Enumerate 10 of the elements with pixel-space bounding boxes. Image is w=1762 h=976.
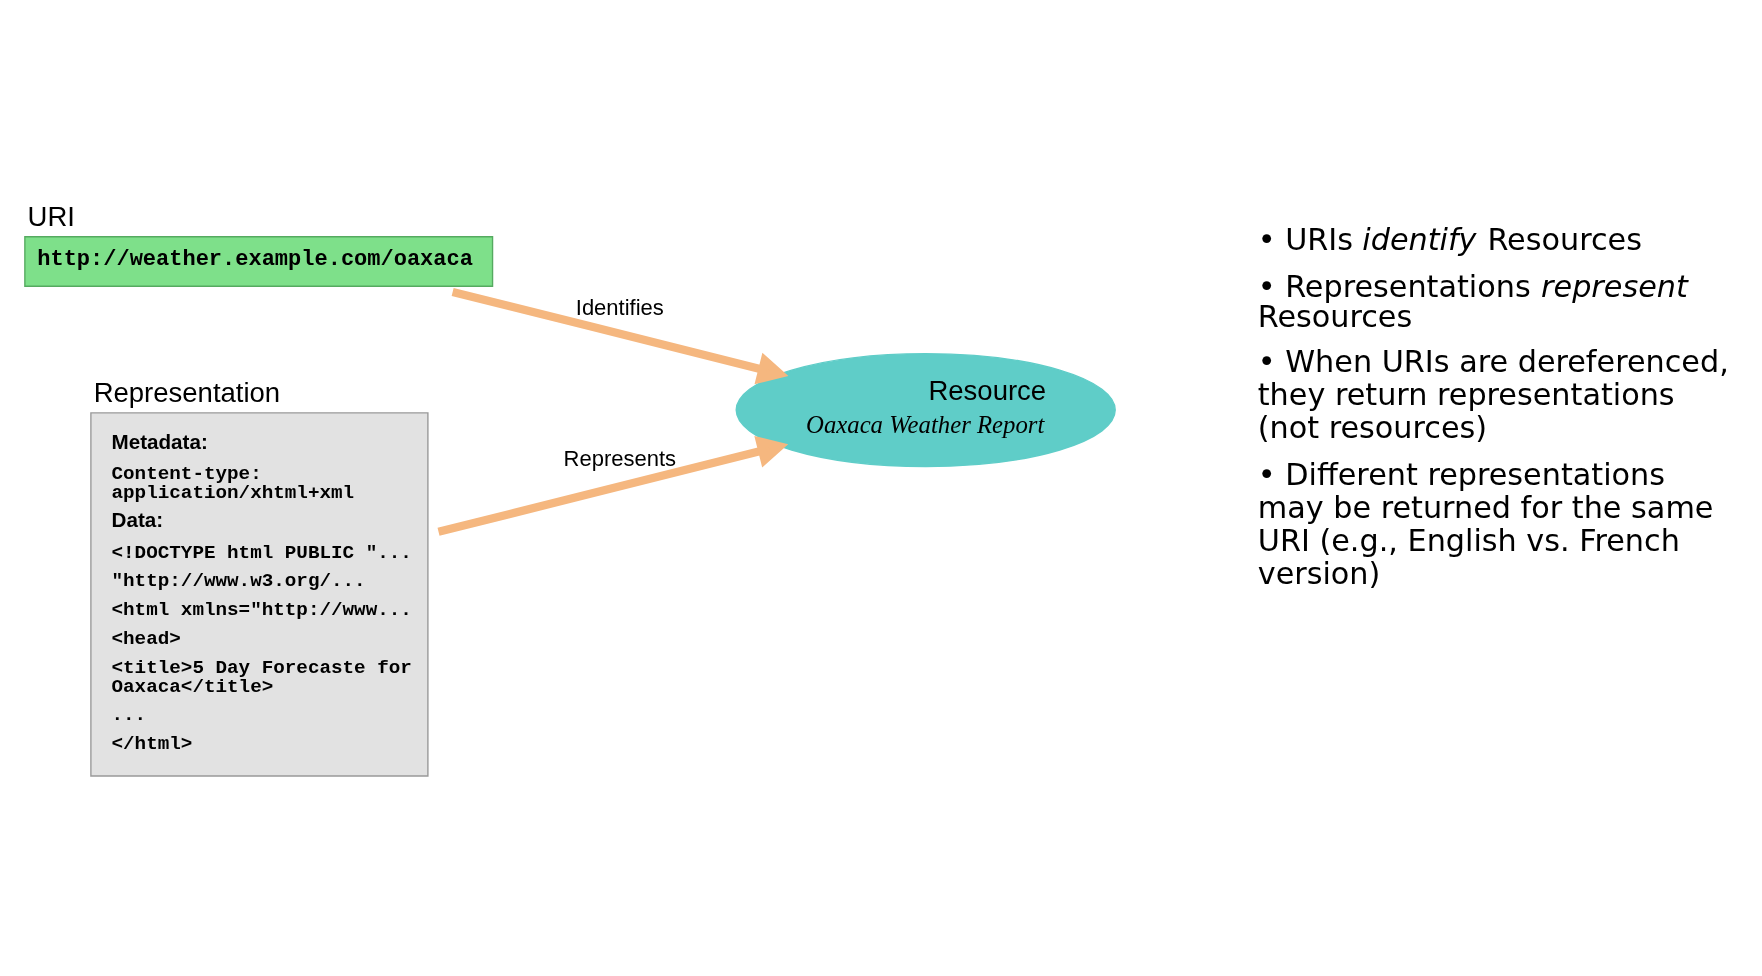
label: • Different representations may be returned for the same URI (e.g., English vs. French version)	[1257, 456, 1714, 591]
node-label: URI	[27, 200, 75, 232]
node-label: Representation	[93, 376, 281, 408]
label: • Representations represent Resources	[1257, 268, 1688, 334]
edge-label: Represents	[563, 445, 677, 471]
edge-label: Identifies	[575, 294, 664, 320]
arrow	[451, 287, 789, 384]
label: • When URIs are dereferenced, they return representations (not resources)	[1257, 343, 1729, 445]
arrow	[437, 435, 789, 536]
label: • URIs identify Resources	[1257, 221, 1642, 257]
